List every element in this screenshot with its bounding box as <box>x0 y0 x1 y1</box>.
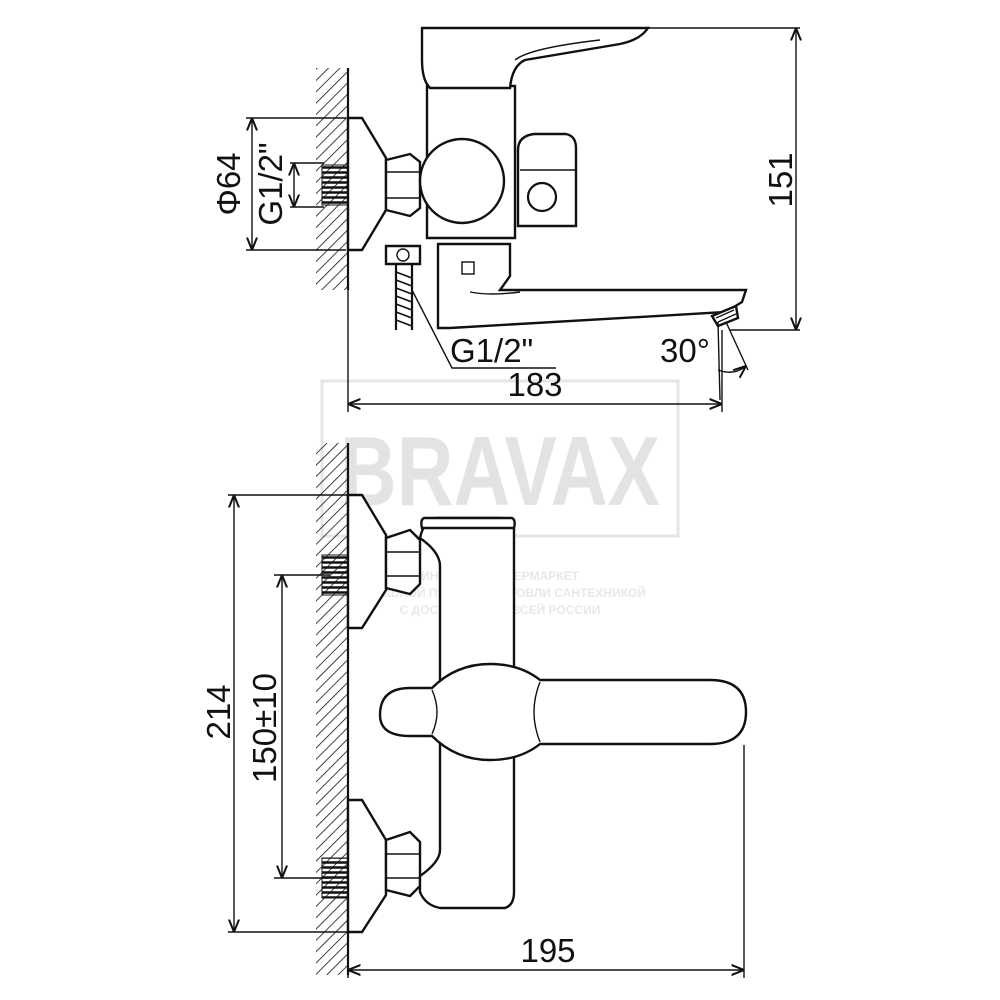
side-diverter-knob <box>516 132 578 228</box>
side-escutcheon <box>346 116 388 252</box>
side-spout <box>436 242 748 330</box>
side-inlet-thread <box>321 164 351 206</box>
dimension-total-width: 214 <box>200 684 237 739</box>
dimension-outlet-thread: G1/2" <box>450 332 533 369</box>
dimension-diameter: Φ64 <box>210 152 247 215</box>
dimension-inlet-thread: G1/2" <box>252 142 289 225</box>
side-cartridge <box>418 137 506 225</box>
top-upper-escutcheon <box>346 493 388 630</box>
side-hex-nut <box>384 152 422 218</box>
top-upper-nut <box>384 528 422 596</box>
top-lower-escutcheon <box>346 798 388 934</box>
top-upper-cap <box>420 516 516 530</box>
side-shower-connector <box>384 244 422 266</box>
side-shower-hose <box>394 264 414 330</box>
side-lever-handle <box>420 26 651 90</box>
side-view: Φ64 G1/2" 151 G1/2" 30° 183 <box>210 26 800 412</box>
dimension-depth: 183 <box>507 366 562 403</box>
top-view: 214 150±10 195 <box>200 443 748 978</box>
top-spout <box>378 662 748 762</box>
top-lower-nut <box>384 830 422 898</box>
watermark-brand: BRAVAX <box>340 416 660 526</box>
dimension-reach: 195 <box>520 932 575 969</box>
side-diverter-hole <box>526 181 558 213</box>
dimension-center-distance: 150±10 <box>246 673 283 783</box>
dimension-spout-angle: 30° <box>660 332 710 369</box>
dimension-height: 151 <box>762 152 799 207</box>
